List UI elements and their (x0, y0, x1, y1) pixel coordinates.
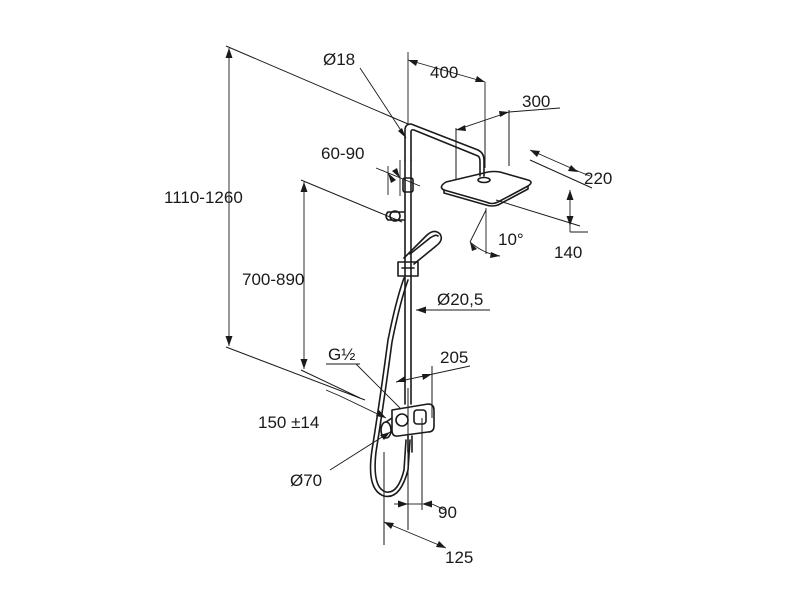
label-wall-bracket-range: 60-90 (321, 144, 364, 163)
thermostat-knob-left (395, 413, 409, 427)
wall-bracket (385, 211, 405, 221)
label-pipe-diameter: Ø18 (323, 50, 355, 69)
label-inlet-thread: G½ (328, 345, 355, 364)
label-head-depth: 220 (584, 169, 612, 188)
thermostat-knob-right (413, 409, 427, 425)
label-thermostat-height: 700-890 (242, 270, 304, 289)
shower-system-outline (369, 123, 532, 498)
label-total-height: 1110-1260 (164, 188, 243, 207)
label-head-width: 300 (522, 92, 550, 111)
shower-hose (369, 277, 411, 498)
label-head-offset: 140 (554, 243, 582, 262)
rain-shower-head (440, 170, 532, 205)
label-wall-offset-lower: 90 (438, 503, 457, 522)
overhead-arm (404, 123, 485, 177)
label-thermostat-depth: 205 (440, 348, 468, 367)
hand-shower (403, 230, 443, 265)
label-riser-diameter: Ø20,5 (437, 290, 483, 309)
label-inlet-spacing: 150 ±14 (258, 413, 319, 432)
dimension-labels: Ø18 400 300 60-90 220 1110-1260 10° 140 … (164, 50, 612, 567)
extension-lines (225, 45, 593, 545)
label-escutcheon-diameter: Ø70 (290, 471, 322, 490)
label-arm-reach: 400 (430, 63, 458, 82)
label-tilt-angle: 10° (498, 230, 524, 249)
hand-shower-holder (397, 261, 419, 277)
dimension-lines (225, 48, 591, 549)
thermostat-body (391, 403, 435, 437)
label-wall-offset-total: 125 (445, 548, 473, 567)
